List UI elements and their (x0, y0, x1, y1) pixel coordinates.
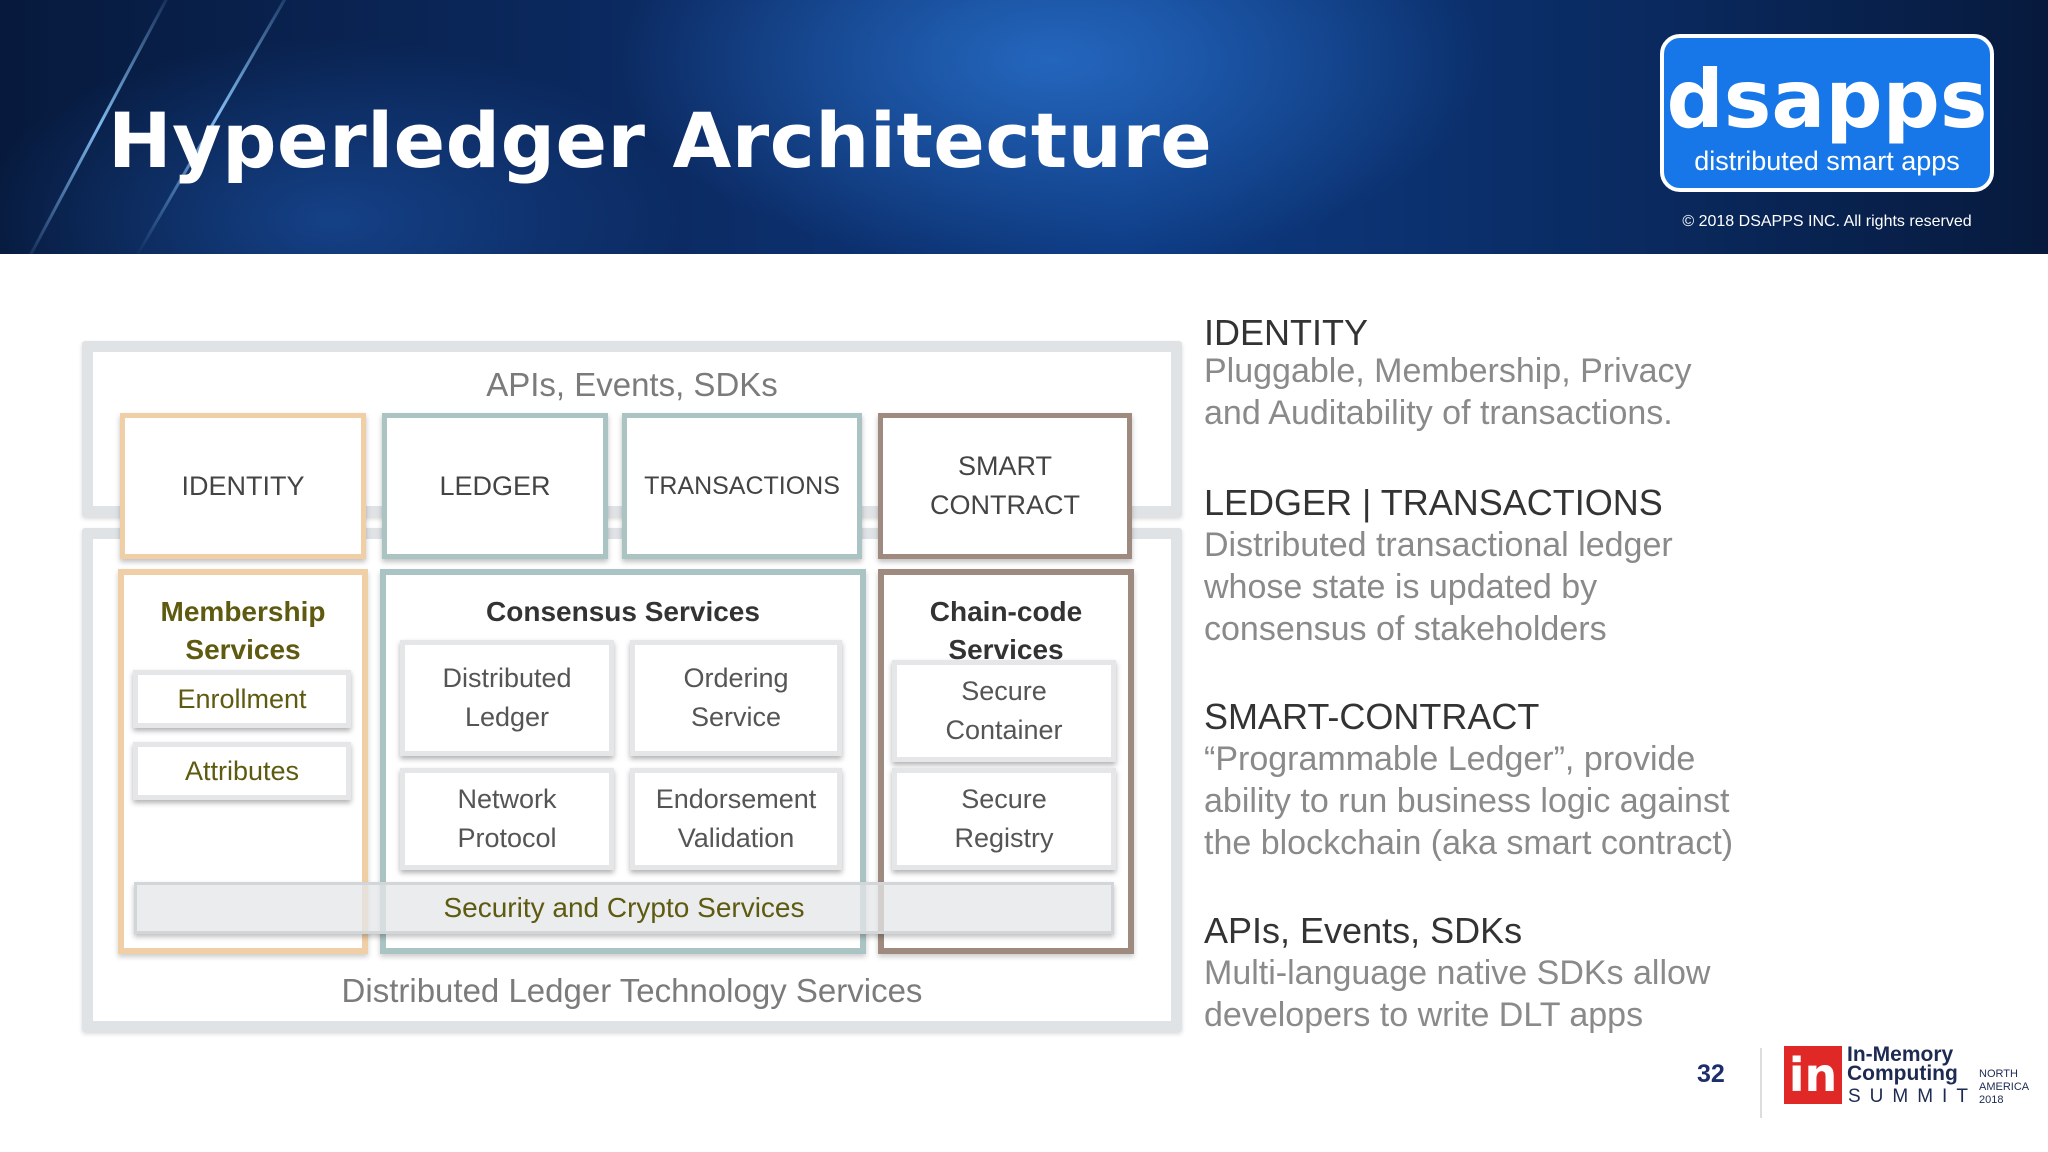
ledger-transactions-description: Distributed transactional ledger whose s… (1204, 526, 1673, 648)
distributed-ledger-box: Distributed Ledger (400, 640, 614, 756)
imc-region-line2: AMERICA (1979, 1081, 2030, 1093)
secure-container-box: Secure Container (892, 660, 1116, 762)
chaincode-title: Chain-code Services (929, 596, 1083, 665)
imc-region-line1: NORTH (1979, 1068, 2018, 1080)
transactions-box: TRANSACTIONS (622, 413, 862, 559)
slide-header: Hyperledger Architecture dsapps distribu… (0, 0, 2048, 254)
imc-logo-mark: in (1784, 1046, 1842, 1104)
imc-logo-line1: In-Memory (1847, 1043, 1954, 1066)
smart-contract-description: “Programmable Ledger”, provide ability t… (1204, 740, 1734, 862)
page-number: 32 (1697, 1060, 1725, 1088)
footer-divider (1760, 1048, 1762, 1118)
ledger-transactions-heading: LEDGER | TRANSACTIONS (1204, 482, 1663, 523)
dlt-label: Distributed Ledger Technology Services (341, 972, 923, 1009)
membership-title: Membership Services (160, 596, 326, 665)
network-protocol-box: Network Protocol (400, 768, 614, 870)
apis-description: Multi-language native SDKs allow develop… (1204, 954, 1711, 1034)
identity-description: Pluggable, Membership, Privacy and Audit… (1204, 352, 1692, 432)
transactions-label: TRANSACTIONS (644, 471, 840, 500)
endorsement-validation-box: Endorsement Validation (630, 768, 842, 870)
ledger-box: LEDGER (382, 413, 608, 559)
attributes-box: Attributes (133, 742, 351, 800)
consensus-title: Consensus Services (486, 596, 760, 627)
secure-registry-box: Secure Registry (892, 768, 1116, 870)
dsapps-logo: dsapps distributed smart apps (1660, 34, 1994, 192)
logo-tagline: distributed smart apps (1694, 146, 1960, 176)
slide-title: Hyperledger Architecture (108, 96, 1213, 185)
smart-contract-box: SMART CONTRACT (878, 413, 1132, 559)
ledger-label: LEDGER (439, 470, 551, 501)
apis-heading: APIs, Events, SDKs (1204, 910, 1523, 951)
smart-contract-heading: SMART-CONTRACT (1204, 696, 1540, 737)
imc-logo-line3: SUMMIT (1848, 1086, 1977, 1107)
identity-label: IDENTITY (181, 470, 305, 501)
ordering-service-box: Ordering Service (630, 640, 842, 756)
copyright-text: © 2018 DSAPPS INC. All rights reserved (1682, 213, 1972, 230)
imc-logo-line2: Computing (1847, 1062, 1958, 1085)
identity-box: IDENTITY (120, 413, 366, 559)
smart-contract-label-line1: SMART (957, 451, 1052, 481)
enrollment-box: Enrollment (133, 670, 351, 728)
logo-brand: dsapps (1666, 53, 1988, 146)
imc-region-line3: 2018 (1979, 1094, 2004, 1106)
apis-label: APIs, Events, SDKs (486, 366, 778, 403)
identity-heading: IDENTITY (1204, 312, 1369, 353)
security-crypto-services-band: Security and Crypto Services (134, 882, 1114, 934)
smart-contract-label-line2: CONTRACT (930, 490, 1080, 520)
